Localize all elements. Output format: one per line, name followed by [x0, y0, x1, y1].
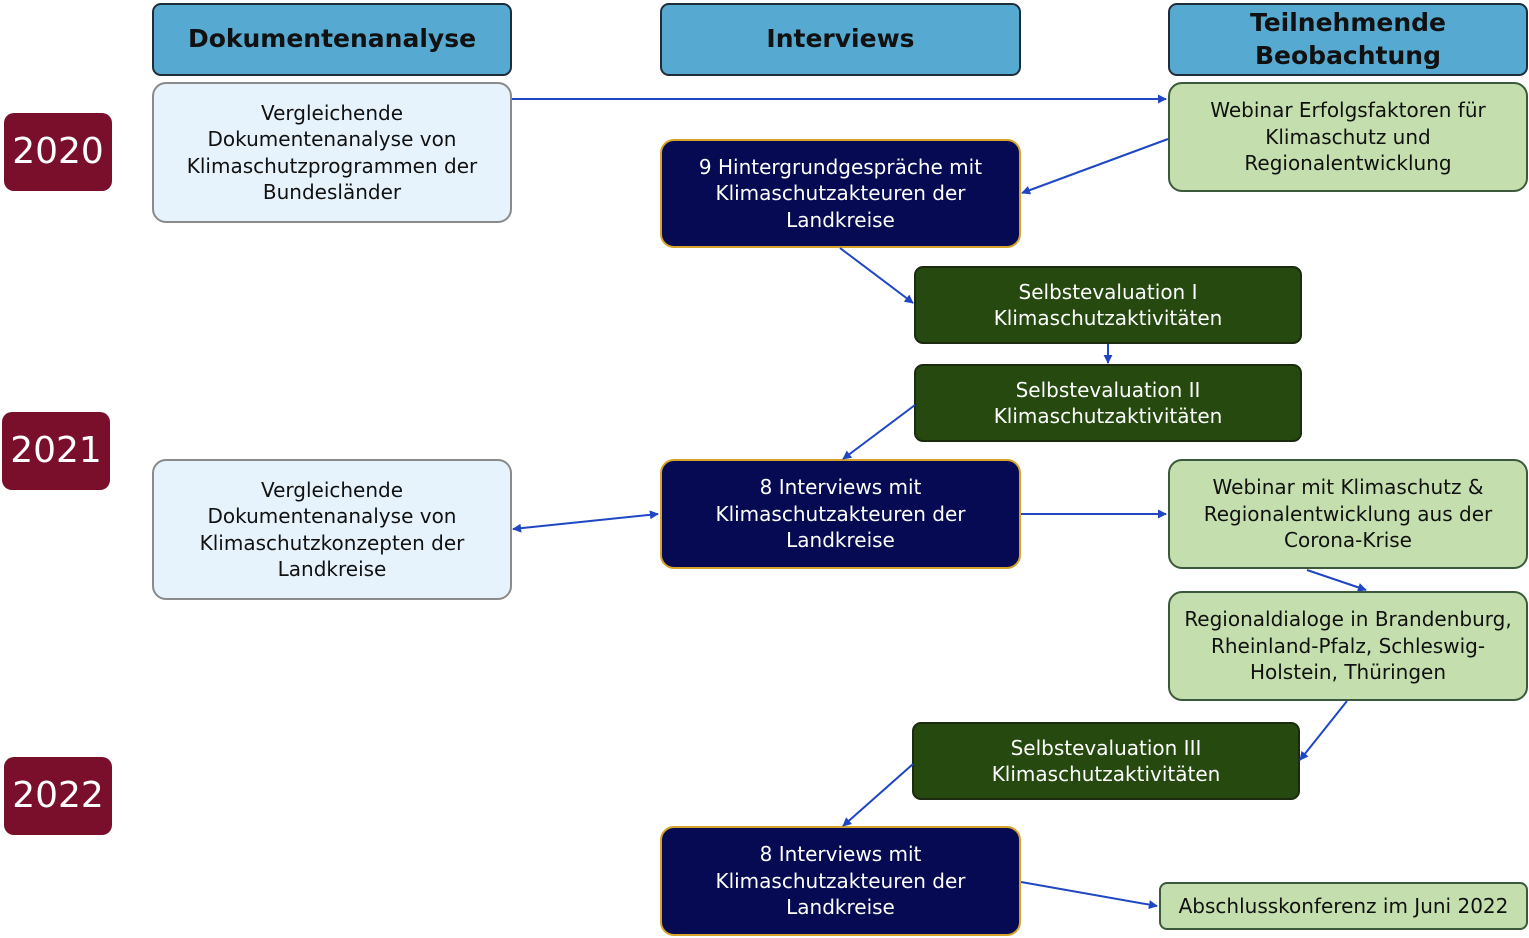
arrow-interviews-to-abschluss [1020, 881, 1158, 910]
arrow-webinar-to-regionaldialoge [1306, 569, 1367, 592]
node-interviews-2021: 8 Interviews mit Klimaschutzakteuren der… [660, 459, 1021, 569]
header-teilnehmende-beobachtung: Teilnehmende Beobachtung [1168, 3, 1528, 76]
year-2021-badge: 2021 [2, 412, 110, 490]
header-interviews: Interviews [660, 3, 1021, 76]
arrow-selbst2-to-interviews2021 [842, 404, 916, 460]
node-webinar-corona: Webinar mit Klimaschutz & Regionalentwic… [1168, 459, 1528, 569]
year-2020-badge: 2020 [4, 113, 112, 191]
node-abschlusskonferenz: Abschlusskonferenz im Juni 2022 [1159, 882, 1528, 930]
arrow-webinar-to-hintergrund [1021, 138, 1169, 195]
node-selbstevaluation-3: Selbstevaluation III Klimaschutzaktivitä… [912, 722, 1300, 800]
node-hintergrundgespraeche: 9 Hintergrundgespräche mit Klimaschutzak… [660, 139, 1021, 248]
node-selbstevaluation-1: Selbstevaluation I Klimaschutzaktivitäte… [914, 266, 1302, 344]
arrow-doc-interviews-bidirectional [512, 510, 659, 533]
node-selbstevaluation-2: Selbstevaluation II Klimaschutzaktivität… [914, 364, 1302, 442]
node-interviews-2022: 8 Interviews mit Klimaschutzakteuren der… [660, 826, 1021, 936]
arrow-regionaldialoge-to-selbst3 [1299, 700, 1348, 761]
node-regionaldialoge: Regionaldialoge in Brandenburg, Rheinlan… [1168, 591, 1528, 701]
arrow-hintergrund-to-selbst1 [839, 247, 914, 304]
arrow-selbst3-to-interviews2022 [842, 763, 914, 827]
node-doc-landkreise: Vergleichende Dokumentenanalyse von Klim… [152, 459, 512, 600]
year-2022-badge: 2022 [4, 757, 112, 835]
node-doc-bundeslaender: Vergleichende Dokumentenanalyse von Klim… [152, 82, 512, 223]
header-dokumentenanalyse: Dokumentenanalyse [152, 3, 512, 76]
node-webinar-erfolgsfaktoren: Webinar Erfolgsfaktoren für Klimaschutz … [1168, 82, 1528, 192]
